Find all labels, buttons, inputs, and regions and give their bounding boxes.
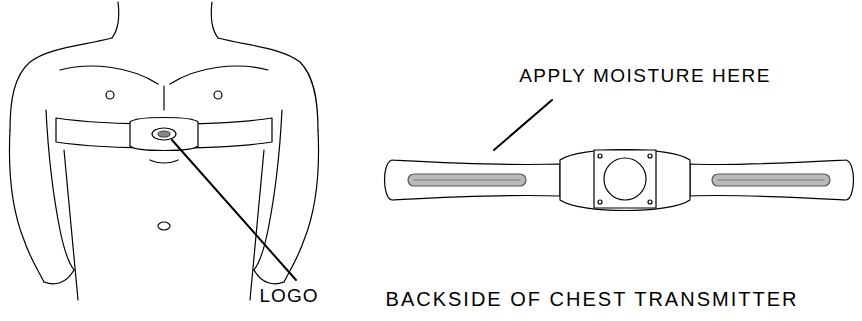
torso-figure xyxy=(10,2,319,300)
leader-line xyxy=(172,140,296,280)
chest-transmitter-back xyxy=(385,150,854,211)
chest-strap-worn xyxy=(56,118,272,151)
label-text: BACKSIDE OF CHEST TRANSMITTER xyxy=(386,288,799,310)
label-text: LOGO xyxy=(260,286,319,307)
label-text: APPLY MOISTURE HERE xyxy=(519,66,771,87)
leader-line xyxy=(494,100,552,150)
